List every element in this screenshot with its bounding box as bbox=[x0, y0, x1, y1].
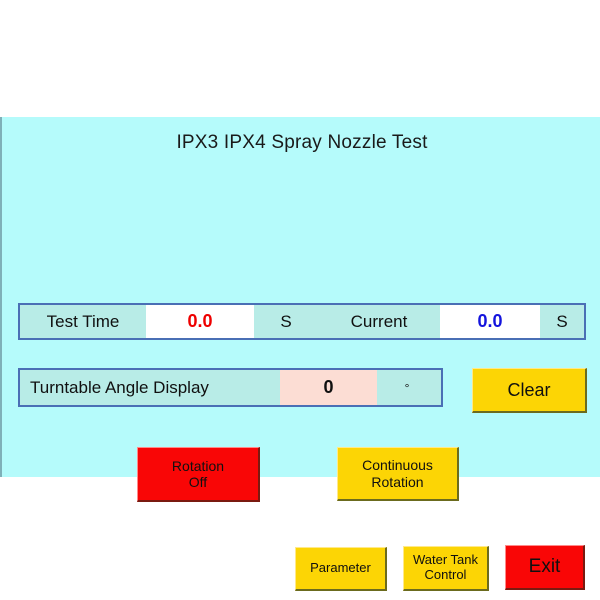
timers-row: Test Time 0.0 S Current 0.0 S bbox=[18, 303, 586, 340]
hmi-panel: IPX3 IPX4 Spray Nozzle Test Test Time 0.… bbox=[0, 117, 600, 591]
water-tank-control-button[interactable]: Water Tank Control bbox=[403, 546, 489, 591]
current-value[interactable]: 0.0 bbox=[440, 305, 540, 338]
rotation-off-line2: Off bbox=[188, 474, 208, 490]
rotation-off-button[interactable]: Rotation Off bbox=[137, 447, 260, 502]
current-label: Current bbox=[350, 311, 408, 331]
test-time-unit: S bbox=[280, 311, 292, 331]
turntable-angle-unit: ° bbox=[404, 380, 410, 395]
continuous-rotation-button[interactable]: Continuous Rotation bbox=[337, 447, 459, 501]
rotation-off-button-label: Rotation Off bbox=[172, 458, 224, 490]
water-tank-control-button-label: Water Tank Control bbox=[412, 552, 479, 583]
clear-button[interactable]: Clear bbox=[472, 368, 587, 413]
parameter-button[interactable]: Parameter bbox=[295, 547, 387, 591]
test-time-label: Test Time bbox=[46, 311, 120, 331]
continuous-rotation-line2: Rotation bbox=[371, 473, 424, 490]
turntable-angle-value[interactable]: 0 bbox=[280, 370, 377, 405]
water-tank-line1: Water Tank bbox=[412, 552, 479, 568]
turntable-angle-label: Turntable Angle Display bbox=[30, 377, 209, 397]
turntable-angle-row: Turntable Angle Display 0 ° bbox=[18, 368, 443, 407]
page-title: IPX3 IPX4 Spray Nozzle Test bbox=[176, 132, 428, 153]
test-time-value[interactable]: 0.0 bbox=[146, 305, 254, 338]
continuous-rotation-button-label: Continuous Rotation bbox=[362, 457, 433, 489]
rotation-off-line1: Rotation bbox=[171, 457, 225, 474]
water-tank-line2: Control bbox=[424, 567, 467, 582]
exit-button[interactable]: Exit bbox=[505, 545, 585, 590]
current-unit: S bbox=[556, 311, 568, 331]
continuous-rotation-line1: Continuous bbox=[362, 457, 433, 474]
